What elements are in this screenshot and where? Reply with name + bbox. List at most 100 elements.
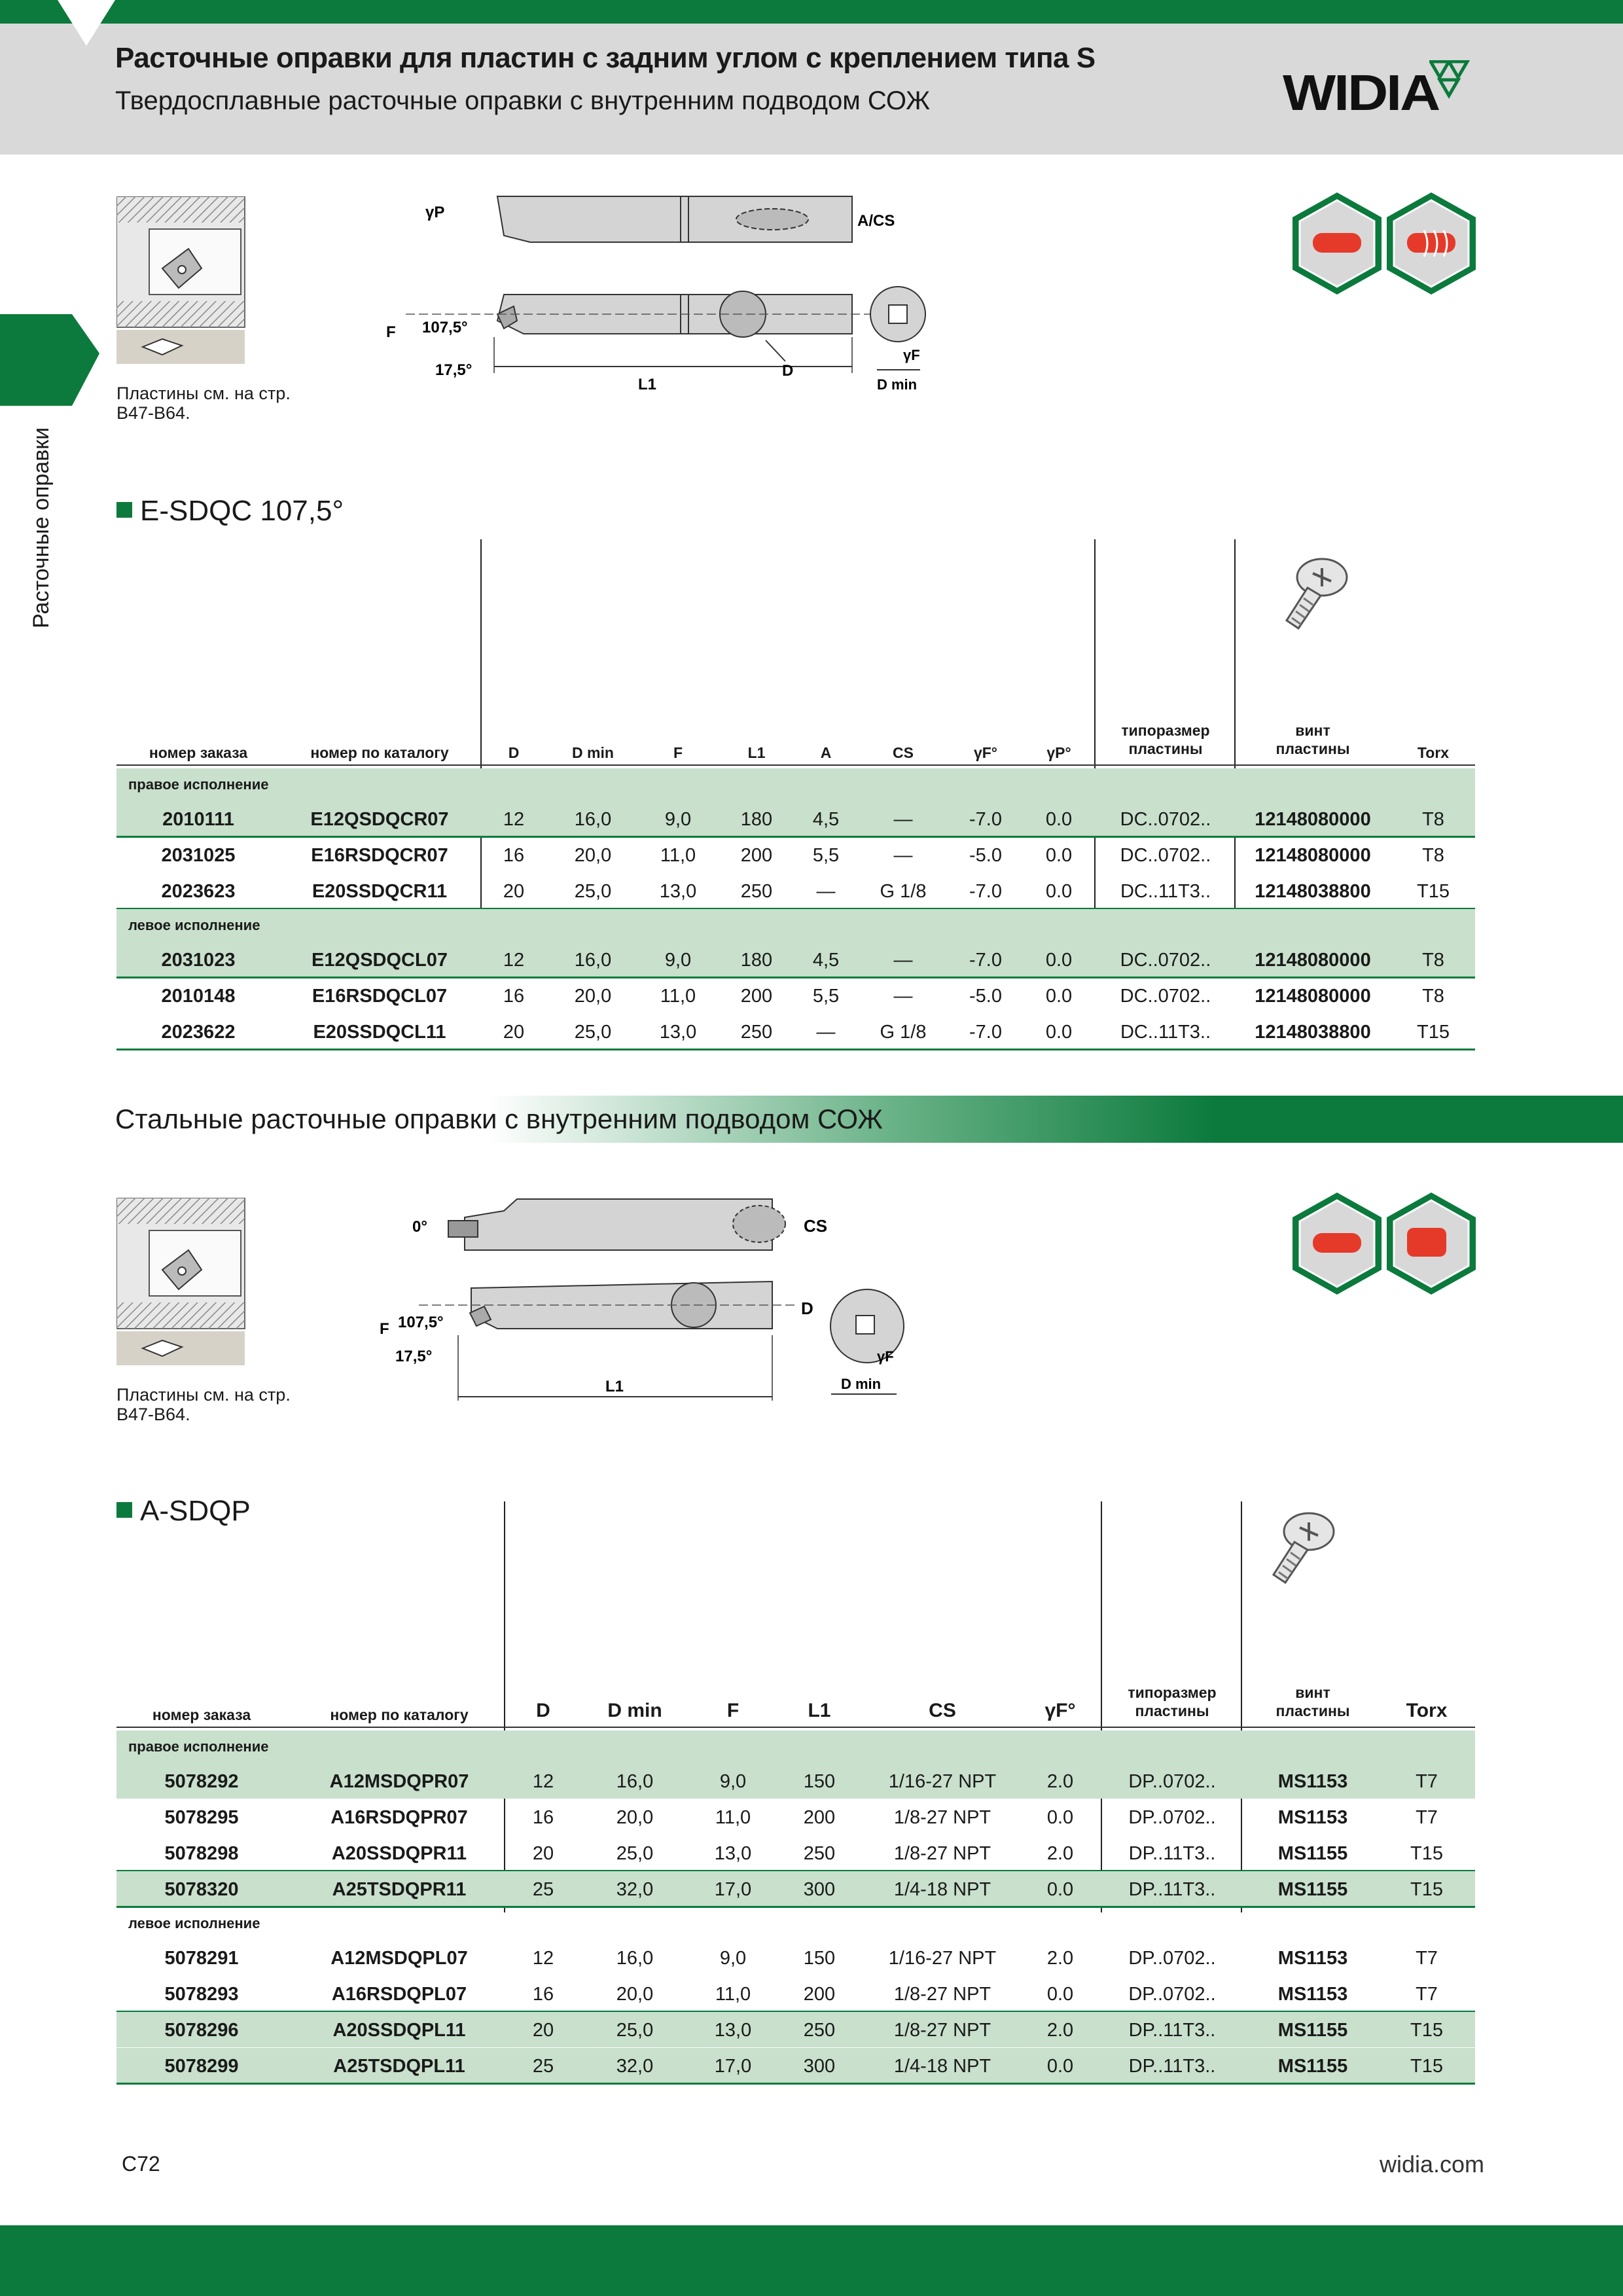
table1-divider [480,539,482,911]
table-cell: 16,0 [574,950,612,971]
table-cell: T15 [1410,2020,1443,2041]
table-cell: 1/4-18 NPT [893,1879,991,1900]
table-cell: 200 [740,986,773,1007]
table-cell: 1/8-27 NPT [893,2020,991,2041]
table-cell: 16,0 [616,1771,654,1792]
row-separator [116,1870,1475,1872]
blind-bore-application-icon [1387,1193,1476,1295]
screw-icon [1285,558,1348,630]
label-d: D [782,362,793,380]
table-cell: — [893,809,913,830]
table-cell: — [893,950,913,971]
label-175: 17,5° [435,361,472,379]
table-cell: A12MSDQPR07 [329,1771,469,1792]
label-cs: CS [804,1216,827,1236]
table-cell: 12 [503,809,525,830]
table-cell: 20 [503,1022,525,1043]
table-cell: T15 [1417,881,1450,902]
table-cell: 2023623 [161,881,236,902]
table-cell: 200 [803,1807,836,1828]
table-cell: G 1/8 [880,881,927,902]
table-cell: 2023622 [161,1022,236,1043]
table-cell: 16 [503,986,525,1007]
table-cell: 1/16-27 NPT [888,1948,997,1969]
label-l1: L1 [638,376,656,393]
col2-screw-line2: пластины [1275,1702,1350,1719]
table-cell: 0.0 [1046,1879,1074,1900]
section-square-icon [116,1502,132,1518]
table2-subheader-label: правое исполнение [128,1738,269,1755]
table-cell: 12148080000 [1255,809,1371,830]
tool-drawing-2: 0° CS D F 107,5° 17,5° L1 γF D min [380,1198,904,1401]
table-cell: 20,0 [616,1984,654,2005]
table-cell: 5078299 [164,2056,239,2077]
col2-dmin: D min [607,1700,662,1721]
table-cell: 5,5 [812,845,840,866]
table-cell: 17,0 [714,2056,752,2077]
table-cell: 0.0 [1045,881,1073,902]
table-cell: 5078298 [164,1843,239,1864]
table-cell: MS1153 [1277,1948,1348,1969]
table-cell: 4,5 [812,809,840,830]
table-cell: 9,0 [719,1948,747,1969]
table-cell: A20SSDQPR11 [331,1843,467,1864]
col-a: A [820,744,832,761]
table-cell: 11,0 [660,845,696,866]
table-cell: 1/4-18 NPT [893,2056,991,2077]
table-cell: T8 [1422,845,1444,866]
col2-insert-size-line1: типоразмер [1128,1684,1217,1701]
col2-l1: L1 [808,1700,831,1721]
table-cell: 250 [740,1022,773,1043]
table-cell: — [816,1022,836,1043]
table-cell: MS1153 [1277,1984,1348,2005]
table1-subheader-left: левое исполнение [116,909,1475,942]
table-cell: T15 [1417,1022,1450,1043]
label-0deg: 0° [412,1218,427,1236]
table1-title: E-SDQC 107,5° [116,495,344,528]
col-catalog-no: номер по каталогу [310,744,449,761]
bottom-green-bar [0,2225,1623,2296]
table2-title: A-SDQP [116,1495,251,1528]
table-cell: MS1153 [1277,1771,1348,1792]
table-cell: 5078320 [164,1879,239,1900]
col-order-no: номер заказа [149,744,248,761]
table-cell: 2010148 [161,986,236,1007]
section2-bar [0,1096,1623,1143]
col2-order-no: номер заказа [152,1706,251,1723]
table-cell: 200 [740,845,773,866]
table-cell: E20SSDQCR11 [312,881,448,902]
table-cell: 32,0 [616,2056,654,2077]
table-cell: 12148080000 [1255,845,1371,866]
table-cell: 13,0 [659,1022,697,1043]
table-cell: DC..11T3.. [1120,881,1211,902]
table-cell: 13,0 [659,881,697,902]
table-cell: 1/8-27 NPT [893,1843,991,1864]
col-l1: L1 [747,744,766,761]
table-cell: 12148080000 [1255,986,1371,1007]
table-cell: 12 [532,1771,554,1792]
table-cell: 17,0 [714,1879,752,1900]
table1-title-text: E-SDQC 107,5° [140,495,344,527]
table-cell: 250 [803,1843,836,1864]
table-cell: 0.0 [1045,950,1073,971]
table-cell: 4,5 [812,950,840,971]
header-notch [58,0,115,46]
label-d2: D [801,1299,813,1318]
table-cell: E16RSDQCR07 [311,845,448,866]
logo-text: WIDIA [1283,64,1440,122]
table-cell: 25 [532,1879,554,1900]
table-cell: 1/16-27 NPT [888,1771,997,1792]
table-cell: 2031025 [161,845,236,866]
col-cs: CS [893,744,914,761]
col-gammaf: γF° [973,744,998,761]
table-cell: 11,0 [715,1984,751,2005]
site-link[interactable]: widia.com [1380,2151,1485,2178]
label-gammaF: γF [903,347,920,363]
section-square-icon [116,502,132,518]
